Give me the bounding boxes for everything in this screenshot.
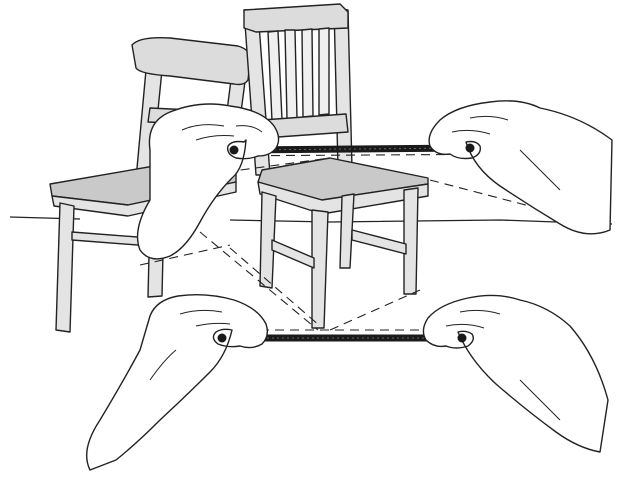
- hands-holding-string-lower: [86, 293, 609, 471]
- left-hand-lower: [86, 293, 269, 471]
- string-knots: [217, 143, 475, 343]
- left-hand-upper: [136, 103, 280, 260]
- foreground-chair: [243, 3, 429, 329]
- right-hand-upper: [428, 100, 613, 235]
- hands-holding-string-upper: [136, 100, 613, 260]
- floor-line: [9, 216, 613, 225]
- right-hand-lower: [422, 294, 609, 453]
